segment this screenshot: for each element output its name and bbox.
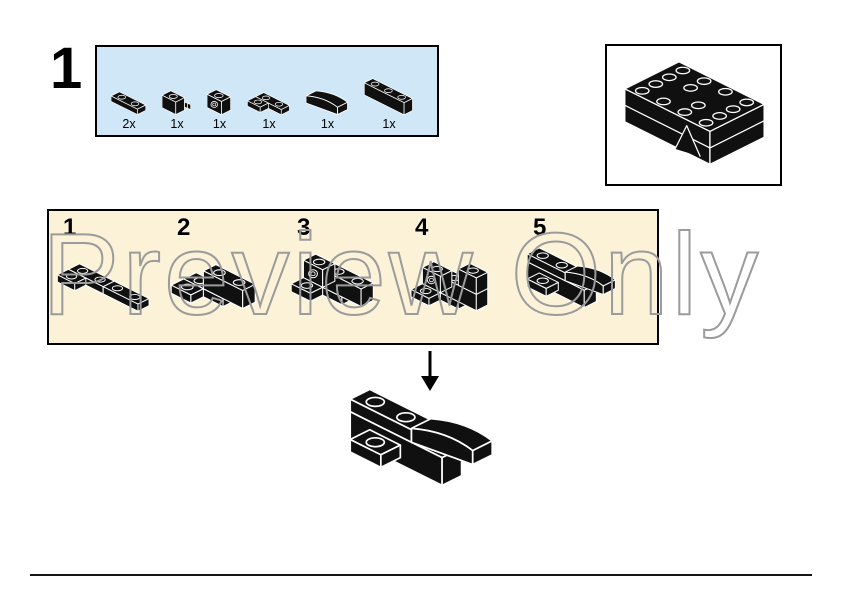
brick-1x1-side-stud-icon (207, 89, 232, 116)
parts-box: 2x 1x 1x 1x 1x 1x (95, 45, 439, 137)
down-arrow-icon (421, 351, 439, 391)
substep-number-4: 4 (415, 214, 429, 241)
brick-1x3-icon (364, 77, 413, 115)
part-quantity: 1x (170, 116, 184, 131)
part-quantity: 1x (212, 116, 227, 131)
part-item-curved-slope: 1x (306, 89, 349, 131)
substeps-box: 1 2 3 4 5 (47, 209, 659, 345)
assembled-model-preview-icon (624, 61, 765, 165)
brick-1x1-clip-icon (162, 90, 192, 116)
part-item-brick-1x3: 1x (364, 77, 414, 131)
model-preview-box (605, 44, 782, 186)
substep-5-illustration (527, 247, 619, 311)
substep-number-3: 3 (297, 214, 311, 241)
substep-number-2: 2 (177, 214, 191, 241)
corner-plate-icon (247, 92, 291, 116)
part-quantity: 2x (122, 116, 136, 131)
footer-divider (30, 574, 812, 576)
substep-number-1: 1 (63, 214, 77, 241)
part-quantity: 1x (382, 116, 396, 131)
part-item-corner-plate: 1x (247, 92, 291, 131)
substep-2-illustration (171, 264, 256, 309)
step-number: 1 (50, 36, 83, 101)
part-item-plate-1x2: 2x (111, 90, 147, 131)
substep-3-illustration (291, 241, 374, 308)
final-assembly-icon (350, 388, 498, 491)
part-quantity: 1x (320, 116, 335, 131)
substep-4-illustration (411, 233, 489, 312)
part-item-brick-side-stud: 1x (207, 89, 232, 131)
substep-1-illustration (57, 263, 150, 312)
curved-slope-icon (306, 89, 348, 115)
substep-number-5: 5 (533, 214, 547, 241)
part-item-brick-clip: 1x (162, 90, 192, 131)
part-quantity: 1x (262, 116, 276, 131)
plate-1x2-icon (111, 90, 147, 115)
